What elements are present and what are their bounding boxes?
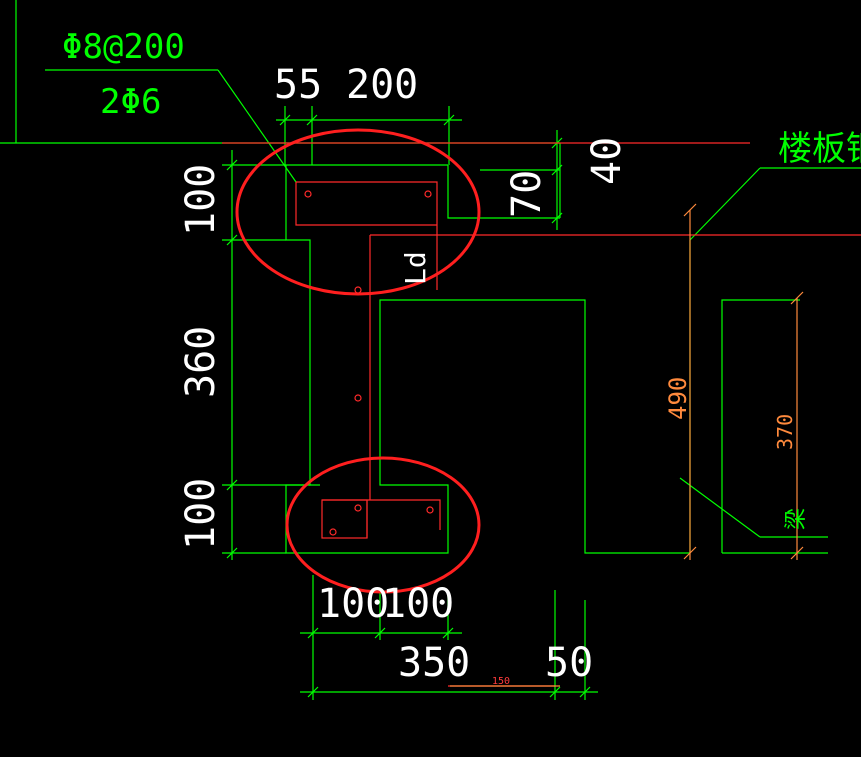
dim-top-55: 55 — [274, 62, 322, 108]
highlight-ellipse-bottom — [285, 456, 481, 594]
ld-label: Ld — [399, 251, 432, 285]
floor-slab-label: 楼板钢 — [778, 129, 861, 169]
dim-bottom-150: 150 — [492, 676, 510, 687]
beam-label: 梁 — [784, 508, 809, 530]
dim-right-370: 370 — [773, 414, 797, 450]
dim-top-200: 200 — [346, 62, 418, 108]
highlight-ellipse-top — [235, 128, 481, 296]
dim-left-100-bottom: 100 — [178, 478, 224, 550]
dim-right-40: 40 — [584, 137, 630, 185]
dim-bottom-100b: 100 — [382, 581, 454, 627]
dim-right-490: 490 — [664, 377, 692, 420]
dim-right-70: 70 — [504, 170, 550, 218]
dim-bottom-350: 350 — [398, 640, 470, 686]
dim-bottom-50: 50 — [545, 640, 593, 686]
rebar-bottom-label: 2Φ6 — [100, 82, 161, 122]
dim-bottom-100a: 100 — [317, 581, 389, 627]
annotation-lines — [450, 203, 804, 687]
dim-left-100-top: 100 — [178, 164, 224, 236]
dim-left-360: 360 — [178, 326, 224, 398]
rebar-stirrup-label: Φ8@200 — [62, 27, 185, 67]
